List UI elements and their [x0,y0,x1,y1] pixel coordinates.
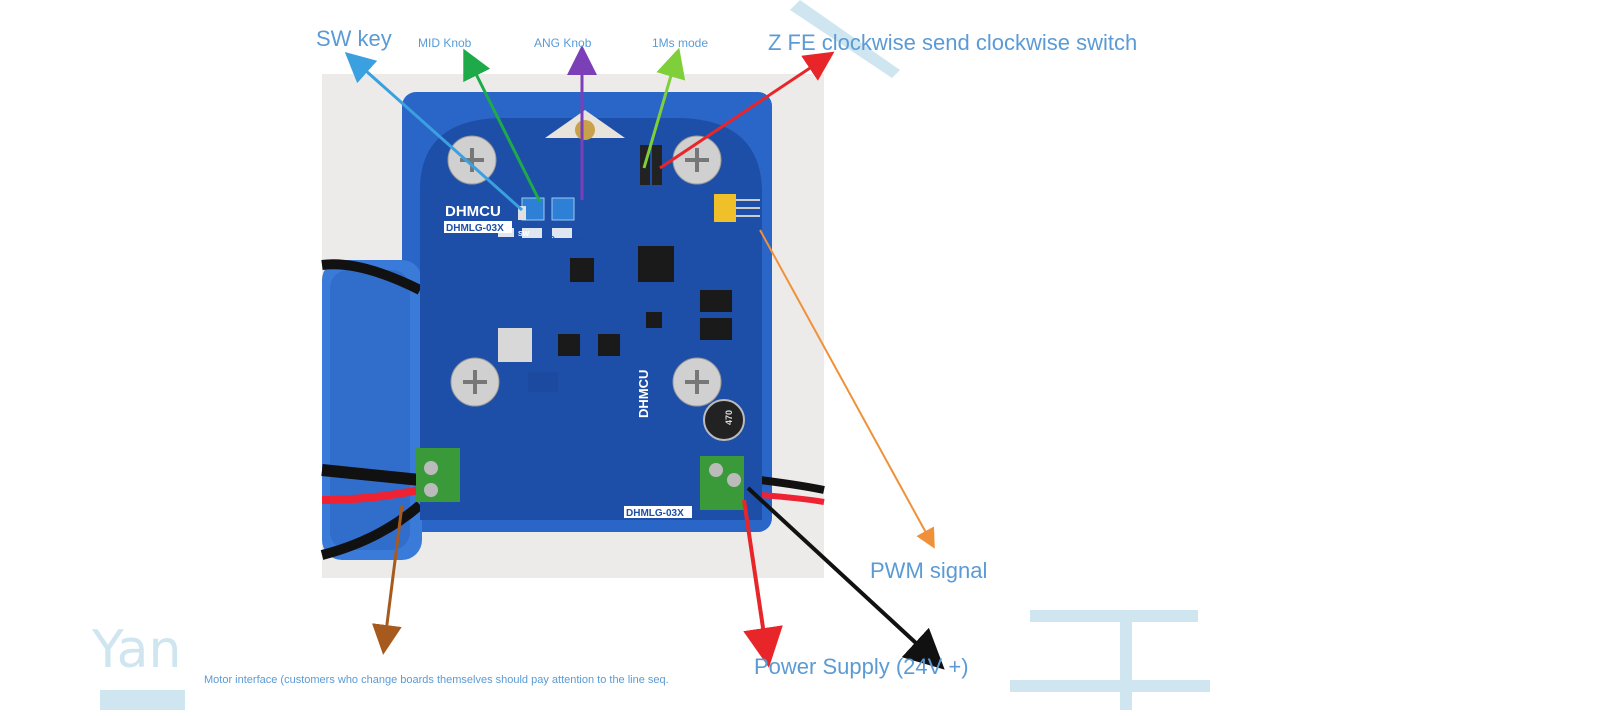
arrow-mid-knob [463,48,542,203]
pcb-components [416,145,760,510]
label-pwm-signal: PWM signal [870,558,988,583]
label-mid-knob: MID Knob [418,36,472,50]
arrow-sw-key [344,52,523,212]
pcb-board [420,110,762,520]
silk-sw: SW [518,231,530,238]
annotation-arrows [344,45,945,670]
label-power-supply: Power Supply (24V +) [754,654,969,679]
arrow-pwm [759,229,935,549]
arrow-power [742,499,783,668]
silk-brand-side: DHMCU [636,370,651,418]
watermark-text: Yan [92,620,182,680]
arrow-mode [642,47,686,169]
mounting-screws [447,135,722,407]
arrow-z-fe [659,51,835,170]
arrow-gnd [746,486,945,670]
silk-mid: MID [542,236,555,243]
silk-cap: 470 [724,410,734,425]
label-z-fe-switch: Z FE clockwise send clockwise switch [768,30,1138,55]
arrow-motor [371,504,404,655]
silk-ang: ANG [572,236,588,243]
silkscreen-text: DHMCU DHMLG-03X SW MID ANG DHMLG-03X DHM… [444,203,734,519]
watermark-shapes [100,0,1210,710]
silk-model-bottom: DHMLG-03X [626,508,684,519]
label-ang-knob: ANG Knob [534,36,592,50]
label-mode: 1Ms mode [652,36,709,50]
silk-brand: DHMCU [445,203,501,220]
label-sw-key: SW key [316,26,392,51]
silk-model: DHMLG-03X [446,223,504,234]
label-motor-interface: Motor interface (customers who change bo… [204,674,669,686]
